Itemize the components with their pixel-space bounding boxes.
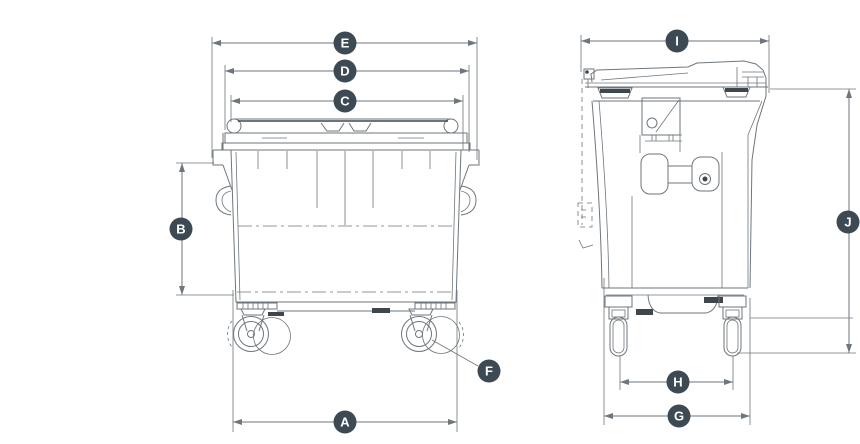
dimension-label-b: B [176, 222, 185, 237]
side-rear-caster [604, 295, 633, 357]
dimension-j: J [737, 88, 860, 354]
dimension-label-e: E [341, 36, 350, 51]
dimension-label-f: F [485, 364, 493, 379]
dimension-badge-c [333, 89, 357, 113]
front-chassis [236, 302, 456, 316]
dimension-badge-i [665, 29, 689, 53]
dimension-label-j: J [844, 215, 851, 230]
dimension-badge-h [666, 370, 690, 394]
front-right-caster [401, 308, 464, 354]
dimension-i: I [580, 29, 770, 93]
side-rim [585, 82, 768, 102]
dimension-c: C [230, 89, 464, 150]
side-lid [583, 60, 767, 88]
dimension-e: E [211, 31, 478, 160]
side-chassis [602, 287, 748, 315]
front-left-caster [227, 308, 291, 355]
dimension-badge-a [333, 410, 357, 434]
dimension-badge-f [477, 359, 501, 383]
dimension-a: A [232, 290, 458, 434]
dimension-label-c: C [340, 94, 350, 109]
front-lid [221, 118, 471, 151]
front-trunnion-brackets [212, 133, 480, 191]
dimension-d: D [224, 59, 470, 152]
dimension-badge-j [836, 210, 860, 234]
dimension-h: H [619, 356, 734, 394]
dimension-label-h: H [673, 375, 682, 390]
dimension-badge-b [169, 217, 193, 241]
dimension-badge-e [333, 31, 357, 55]
dimension-label-g: G [674, 409, 684, 424]
side-view-drawing [577, 60, 853, 357]
front-body [215, 149, 477, 303]
dimension-badge-d [333, 59, 357, 83]
front-view-drawing [212, 118, 480, 355]
side-open-lid-dashed [577, 79, 594, 249]
dimension-f: F [431, 339, 501, 383]
dimension-g: G [603, 278, 751, 428]
dimension-badge-g [667, 404, 691, 428]
dimension-label-i: I [675, 34, 679, 49]
dimension-b: B [169, 162, 234, 296]
dimension-label-d: D [340, 64, 349, 79]
side-front-caster [718, 295, 853, 357]
dimension-label-a: A [340, 415, 350, 430]
side-body [591, 88, 767, 289]
